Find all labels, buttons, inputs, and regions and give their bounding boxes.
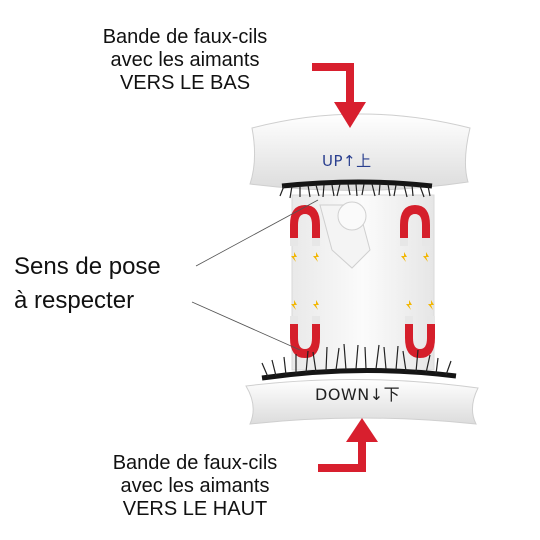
- caption-line: Bande de faux-cils: [102, 26, 268, 48]
- spark-icon: [291, 300, 434, 310]
- caption-line: Bande de faux-cils: [112, 452, 278, 474]
- caption-line: VERS LE BAS: [119, 72, 251, 94]
- caption-line: avec les aimants: [110, 49, 260, 71]
- caption-line: VERS LE HAUT: [122, 498, 268, 520]
- bottom-applicator-body: [245, 378, 479, 425]
- clip-knob: [337, 201, 367, 231]
- magnet-icon: [290, 316, 320, 358]
- magnet-icon: [400, 205, 430, 246]
- side-caption: Sens de pose à respecter: [14, 250, 214, 318]
- magnet-icon: [405, 316, 435, 358]
- top-caption: Bande de faux-cils avec les aimants VERS…: [40, 26, 330, 95]
- leader-line: [191, 301, 301, 351]
- bottom-lash-strip: [261, 343, 457, 381]
- down-label: DOWN↓下: [315, 385, 401, 404]
- top-lash-strip: [279, 179, 433, 199]
- spark-icon: [291, 252, 429, 262]
- bottom-caption: Bande de faux-cils avec les aimants VERS…: [50, 452, 340, 521]
- caption-line: à respecter: [14, 287, 135, 314]
- up-arrow-icon: [318, 418, 378, 472]
- down-arrow-icon: [312, 63, 366, 128]
- up-label: UP↑上: [322, 152, 372, 170]
- caption-line: avec les aimants: [120, 475, 270, 497]
- magnet-icon: [290, 205, 320, 246]
- top-applicator-body: [249, 113, 471, 192]
- caption-line: Sens de pose: [14, 253, 161, 280]
- leader-line: [195, 199, 319, 267]
